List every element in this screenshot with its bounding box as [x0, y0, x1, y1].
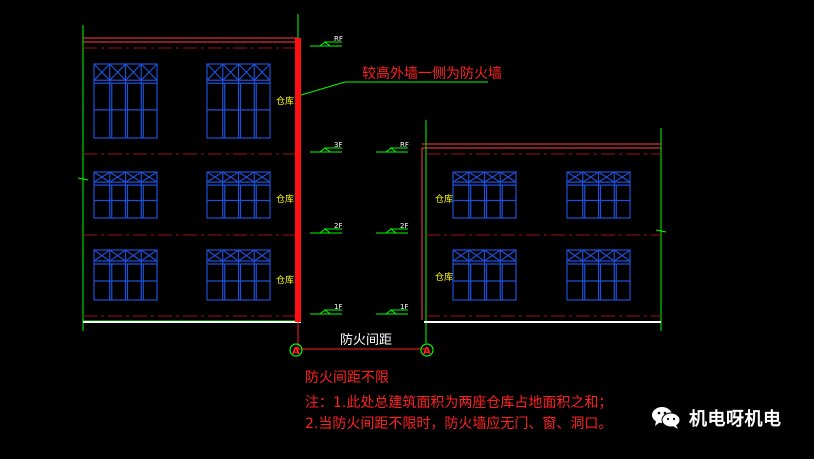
level-mark-right-2f: 2F	[376, 222, 408, 234]
room-label-4: 仓库	[435, 193, 453, 205]
window-left-6	[206, 249, 271, 301]
window-left-2	[206, 63, 271, 139]
note-line-1: 注：1.此处总建筑面积为两座仓库占地面积之和；	[305, 395, 612, 411]
level-mark-left-rf: RF	[310, 35, 343, 47]
level-mark-right-1f: 1F	[376, 303, 408, 315]
level-mark-left-rf-text: RF	[334, 35, 343, 43]
watermark: 机电呀机电	[651, 402, 782, 434]
firewall	[295, 38, 301, 322]
windows	[93, 63, 631, 301]
level-mark-right-rf-text: RF	[400, 141, 409, 149]
svg-text:A: A	[292, 346, 300, 357]
window-right-4	[566, 249, 631, 301]
note-heading: 防火间距不限	[305, 370, 389, 386]
left-floor-lines	[83, 153, 298, 317]
window-right-2	[566, 171, 631, 219]
window-left-5	[93, 249, 158, 301]
level-mark-right-1f-text: 1F	[400, 303, 408, 311]
level-mark-left-1f-text: 1F	[334, 303, 342, 311]
axis-bubble-left: A	[289, 343, 303, 357]
callout-leader	[300, 81, 488, 96]
level-mark-left-3f-text: 3F	[334, 141, 342, 149]
svg-text:A: A	[423, 346, 431, 357]
room-label-2: 仓库	[276, 193, 294, 205]
callout-text: 较高外墙一侧为防火墙	[362, 65, 502, 82]
level-mark-left-2f: 2F	[310, 222, 342, 234]
window-right-3	[452, 249, 517, 301]
level-mark-left-1f: 1F	[310, 303, 342, 315]
level-mark-left-2f-text: 2F	[334, 222, 342, 230]
level-mark-right-rf: RF	[376, 141, 409, 153]
room-label-5: 仓库	[435, 271, 453, 283]
right-building-outline	[425, 120, 662, 343]
distance-label: 防火间距	[340, 332, 392, 348]
note-line-2: 2.当防火间距不限时，防火墙应无门、窗、洞口。	[305, 415, 612, 432]
distance-dimension	[297, 322, 426, 354]
room-label-3: 仓库	[276, 274, 294, 286]
window-left-1	[93, 63, 158, 139]
axis-bubble-right: A	[420, 343, 434, 357]
room-label-1: 仓库	[276, 95, 294, 107]
right-roof	[421, 143, 667, 320]
window-left-4	[206, 171, 271, 219]
level-marks: RF 3F 2F 1F RF 2F 1F	[310, 35, 409, 315]
watermark-text: 机电呀机电	[689, 409, 782, 430]
window-left-3	[93, 171, 158, 219]
window-right-1	[452, 171, 517, 219]
wechat-icon	[652, 407, 681, 429]
left-roof	[83, 37, 298, 49]
level-mark-left-3f: 3F	[310, 141, 342, 153]
level-mark-right-2f-text: 2F	[400, 222, 408, 230]
